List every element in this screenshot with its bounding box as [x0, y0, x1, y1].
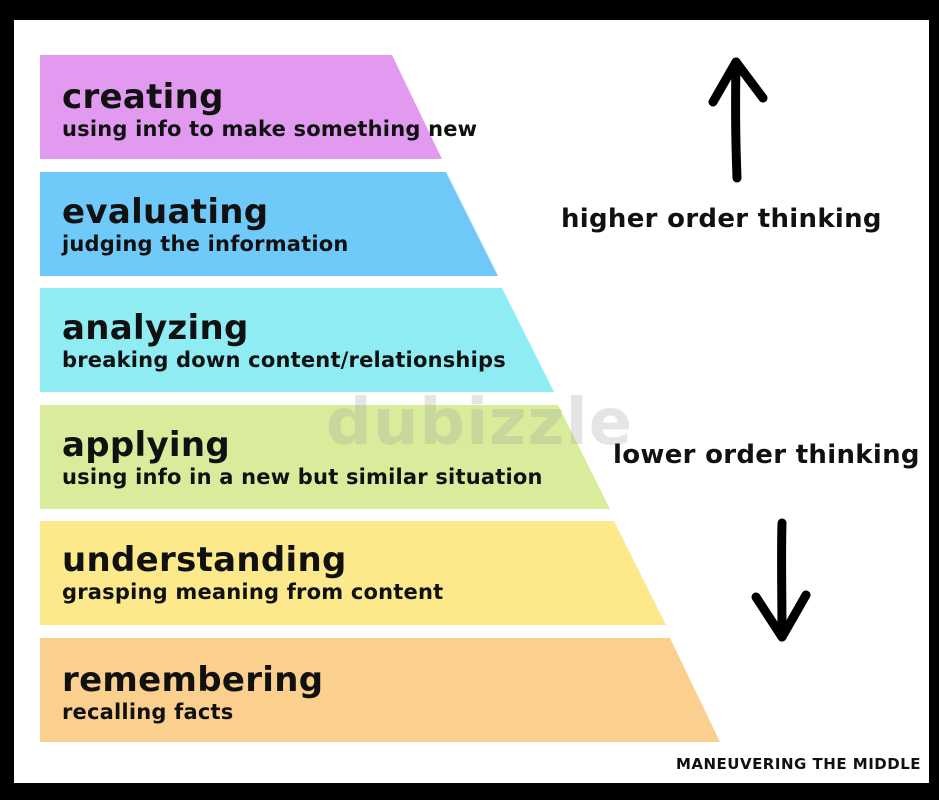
watermark: dubizzle: [326, 386, 633, 460]
credit-text: MANEUVERING THE MIDDLE: [675, 755, 921, 773]
tier-analyzing: analyzing breaking down content/relation…: [62, 309, 506, 373]
tier-applying: applying using info in a new but similar…: [62, 426, 543, 490]
higher-order-label: higher order thinking: [561, 204, 882, 234]
tier-description: grasping meaning from content: [62, 580, 444, 604]
lower-order-label: lower order thinking: [613, 440, 920, 470]
tier-applying-band: [40, 405, 610, 509]
tier-title: applying: [62, 425, 231, 465]
arrow-down-icon: [751, 518, 811, 642]
tier-creating: creating using info to make something ne…: [62, 78, 477, 142]
tier-title: analyzing: [62, 308, 249, 348]
blooms-pyramid: [40, 55, 720, 742]
tier-analyzing-band: [40, 288, 554, 392]
tier-evaluating-band: [40, 172, 498, 276]
tier-description: recalling facts: [62, 700, 234, 724]
tier-title: evaluating: [62, 192, 269, 232]
tier-evaluating: evaluating judging the information: [62, 193, 349, 257]
tier-description: judging the information: [62, 232, 349, 256]
tier-title: understanding: [62, 540, 347, 580]
tier-description: using info in a new but similar situatio…: [62, 465, 543, 489]
tier-understanding: understanding grasping meaning from cont…: [62, 541, 443, 605]
tier-remembering: remembering recalling facts: [62, 661, 323, 725]
tier-title: creating: [62, 77, 224, 117]
arrow-up-icon: [708, 57, 768, 183]
tier-remembering-band: [40, 638, 720, 742]
tier-creating-band: [40, 55, 442, 159]
tier-understanding-band: [40, 521, 666, 625]
tier-description: breaking down content/relationships: [62, 348, 506, 372]
diagram-canvas: creating using info to make something ne…: [14, 20, 929, 783]
tier-title: remembering: [62, 660, 324, 700]
tier-description: using info to make something new: [62, 117, 478, 141]
